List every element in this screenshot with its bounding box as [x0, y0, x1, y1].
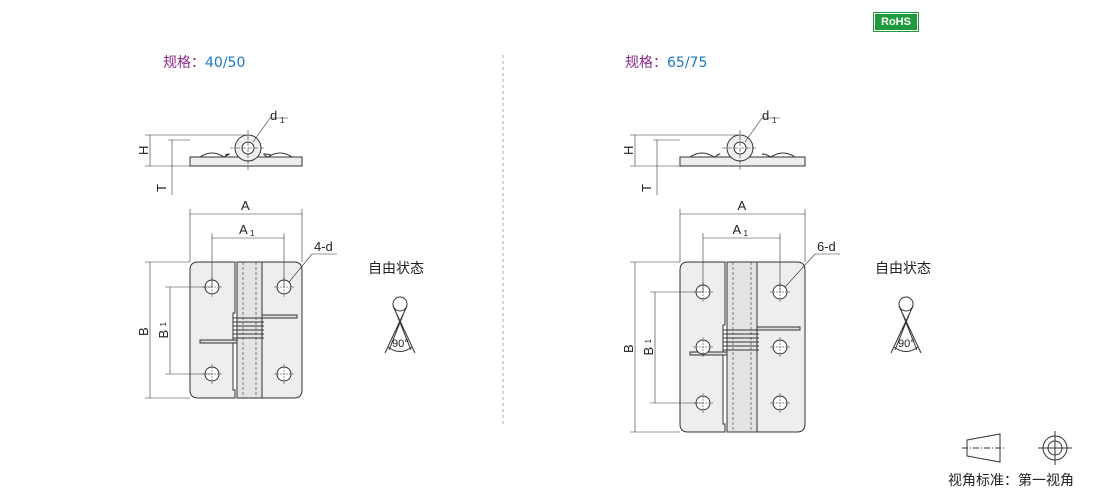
d1-label: d [270, 108, 277, 123]
spring-arm [756, 326, 801, 331]
leader [252, 117, 288, 143]
spec-label: 规格： [163, 55, 205, 71]
free-state-icon [898, 296, 914, 312]
dimension-lines [145, 209, 303, 399]
leaf-profile [689, 152, 796, 158]
A-label: A [241, 198, 250, 213]
spring-arm [689, 351, 728, 356]
A-label: A [738, 198, 747, 213]
d1-label: d [762, 108, 769, 123]
free-state-icon [890, 305, 922, 354]
B-label: B [136, 327, 151, 336]
subscript: 1 [772, 116, 777, 125]
spec-label: 规格： [625, 55, 667, 71]
angle-label: 90° [392, 338, 409, 350]
subscript: 1 [644, 339, 653, 344]
free-state-icon [392, 296, 408, 312]
A1-label: A [239, 222, 248, 237]
free-state-label: 自由状态 [875, 260, 931, 276]
spec-value: 40/50 [205, 55, 246, 71]
H-label: H [621, 146, 636, 155]
spec-right: 规格：65/75 [625, 52, 707, 72]
left-leaf [189, 261, 236, 399]
subscript: 1 [280, 116, 285, 125]
centerline [274, 364, 294, 384]
holes-label: 6-d [817, 239, 836, 254]
A1-label: A [733, 222, 742, 237]
angle-label: 90° [898, 338, 915, 350]
projection-standard: 视角标准：第一视角 [948, 472, 1074, 488]
rohs-badge: RoHS [874, 13, 918, 31]
T-label: T [154, 184, 169, 192]
dim-lines [145, 134, 248, 195]
subscript: 1 [250, 229, 255, 238]
leader [744, 117, 780, 143]
spec-left: 规格：40/50 [163, 52, 245, 72]
holes-label: 4-d [314, 239, 333, 254]
H-label: H [136, 146, 151, 155]
B1-label: B [156, 330, 171, 339]
leader [784, 253, 840, 288]
T-label: T [639, 184, 654, 192]
knuckle [726, 261, 758, 433]
B1-label: B [641, 347, 656, 356]
subscript: 1 [159, 322, 168, 327]
centerline [770, 393, 790, 413]
subscript: 1 [744, 229, 749, 238]
leaf-profile [199, 152, 293, 158]
free-state-icon [384, 305, 416, 354]
spring-arm [199, 339, 238, 344]
centerline [693, 337, 713, 357]
centerline [722, 130, 758, 172]
centerline [230, 130, 266, 172]
right-leaf [261, 261, 303, 399]
angle-arc [387, 346, 413, 352]
spec-value: 65/75 [667, 55, 708, 71]
B-label: B [621, 344, 636, 353]
dimension-lines [630, 209, 806, 433]
spring-arm [261, 314, 298, 319]
hidden-pin [732, 262, 752, 432]
dim-lines [630, 134, 740, 195]
angle-arc [893, 346, 919, 352]
leader [288, 253, 337, 283]
first-angle-projection-icon [962, 431, 1072, 465]
centerline [770, 337, 790, 357]
free-state-label: 自由状态 [368, 260, 424, 276]
